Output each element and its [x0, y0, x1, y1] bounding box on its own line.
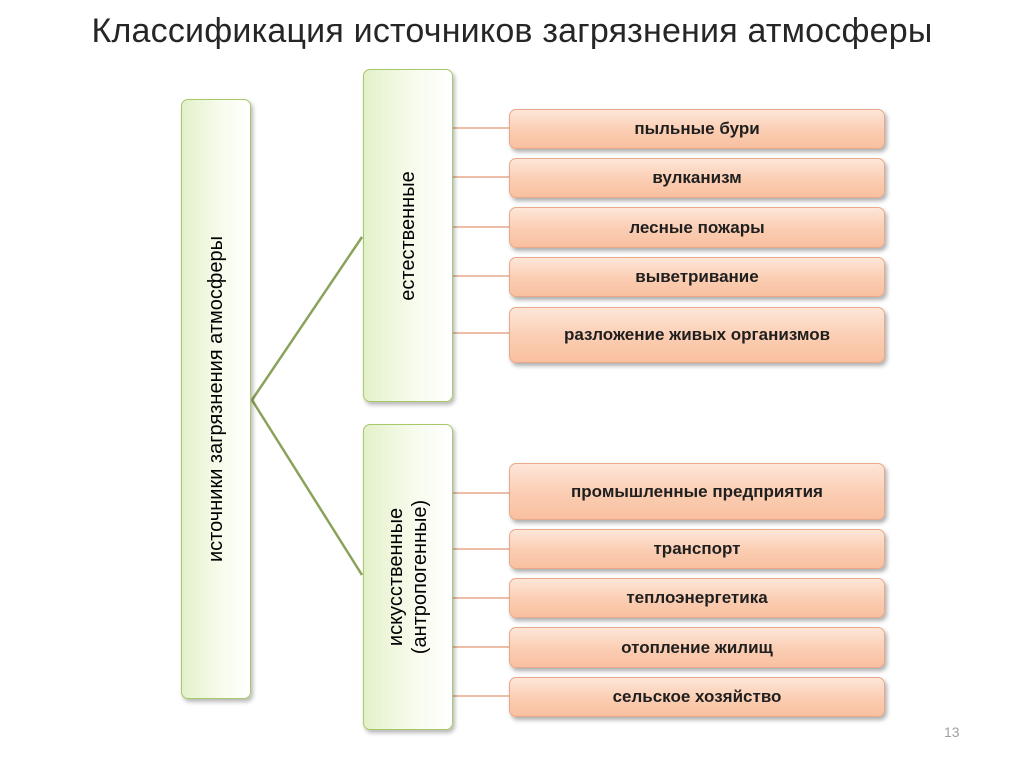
natural-item: выветривание [509, 257, 885, 297]
artificial-item: промышленные предприятия [509, 463, 885, 520]
artificial-label-line2: (антропогенные) [409, 499, 431, 655]
root-label: источники загрязнения атмосферы [205, 236, 227, 562]
artificial-item: транспорт [509, 529, 885, 569]
artificial-category-box: искусственные (антропогенные) [363, 424, 453, 730]
branch-line-artificial [250, 399, 364, 576]
natural-item: вулканизм [509, 158, 885, 198]
artificial-item: отопление жилищ [509, 627, 885, 668]
page-number: 13 [944, 724, 960, 740]
natural-item: разложение живых организмов [509, 307, 885, 363]
natural-item: лесные пожары [509, 207, 885, 248]
artificial-category-label: искусственные (антропогенные) [384, 500, 432, 654]
natural-category-box: естественные [363, 69, 453, 402]
natural-item: пыльные бури [509, 109, 885, 149]
artificial-item: теплоэнергетика [509, 578, 885, 618]
artificial-label-line1: искусственные [385, 507, 407, 647]
slide-title: Классификация источников загрязнения атм… [91, 12, 933, 50]
natural-category-label: естественные [397, 170, 419, 301]
branch-line-natural [250, 236, 364, 401]
root-box: источники загрязнения атмосферы [181, 99, 251, 699]
artificial-item: сельское хозяйство [509, 677, 885, 717]
